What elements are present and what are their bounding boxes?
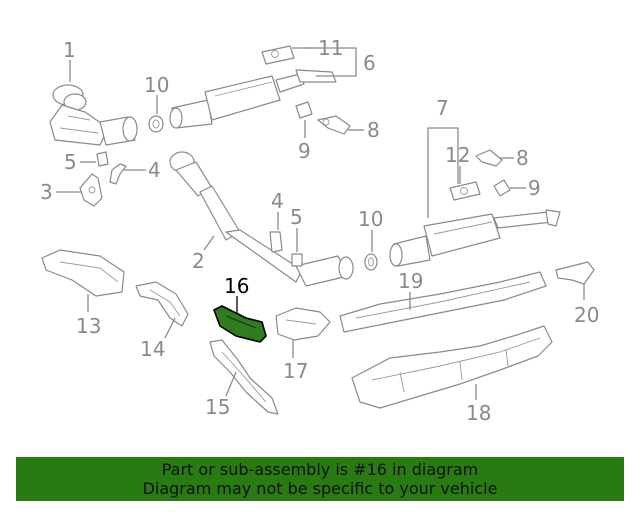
leader-15 <box>225 371 237 397</box>
part-11-hanger <box>261 45 295 65</box>
callout-7: 7 <box>436 96 449 120</box>
callout-9-upper: 9 <box>298 139 311 163</box>
banner-line-2: Diagram may not be specific to your vehi… <box>142 479 498 498</box>
part-4-hanger-left <box>109 163 127 185</box>
leader-14 <box>164 317 176 339</box>
callout-1: 1 <box>63 38 76 62</box>
part-19-heat-shield <box>339 271 547 333</box>
callout-5-middle: 5 <box>290 205 303 229</box>
callout-5-left: 5 <box>64 150 77 174</box>
part-5-clip-left <box>96 151 109 167</box>
callout-4-left: 4 <box>148 158 161 182</box>
callout-3: 3 <box>40 180 53 204</box>
part-18-heat-shield <box>351 325 553 409</box>
callout-2: 2 <box>192 249 205 273</box>
part-9-insulator-lower <box>493 179 511 197</box>
callout-16: 16 <box>224 274 249 298</box>
callout-11: 11 <box>318 36 343 60</box>
banner-line-1: Part or sub-assembly is #16 in diagram <box>161 460 479 479</box>
callout-19: 19 <box>398 269 423 293</box>
parts-diagram: 1 10 11 6 9 8 5 4 3 2 4 5 10 7 12 8 9 13… <box>40 36 599 425</box>
part-12-hanger <box>449 181 481 201</box>
part-10-clamp-upper <box>148 115 164 133</box>
callout-13: 13 <box>76 314 101 338</box>
leader-7-bracket <box>427 127 459 218</box>
part-6-muffler-upper <box>169 69 337 129</box>
callout-6: 6 <box>363 51 376 75</box>
callout-18: 18 <box>466 401 491 425</box>
callout-14: 14 <box>140 337 165 361</box>
callout-17: 17 <box>283 359 308 383</box>
part-9-insulator-upper <box>295 101 313 119</box>
leader-6-bracket <box>305 47 357 77</box>
part-7-muffler-lower <box>389 209 561 267</box>
callout-8-lower: 8 <box>516 146 529 170</box>
info-banner: Part or sub-assembly is #16 in diagram D… <box>16 457 624 501</box>
part-10-clamp-middle <box>364 253 378 271</box>
callout-4-middle: 4 <box>271 189 284 213</box>
callout-12: 12 <box>445 143 470 167</box>
part-4-hanger-middle <box>269 231 283 253</box>
part-8-bracket-lower <box>475 149 503 167</box>
part-20-bracket <box>555 261 595 285</box>
callout-9-lower: 9 <box>528 176 541 200</box>
callout-20: 20 <box>574 303 599 327</box>
part-5-clip-middle <box>291 253 303 267</box>
leader-lines <box>56 47 585 400</box>
callout-15: 15 <box>205 395 230 419</box>
part-14-heat-shield <box>135 281 189 327</box>
callout-8-upper: 8 <box>367 118 380 142</box>
part-1-catalytic-converter <box>49 84 138 146</box>
part-3-bracket <box>79 173 103 207</box>
part-16-heat-shield-highlighted <box>213 305 267 343</box>
leader-2 <box>203 235 215 251</box>
part-2-intermediate-pipe <box>169 151 354 287</box>
callout-10-middle: 10 <box>358 207 383 231</box>
part-15-heat-shield <box>209 339 279 415</box>
part-8-bracket-upper <box>317 115 351 135</box>
callout-10-upper: 10 <box>144 73 169 97</box>
part-17-heat-shield <box>275 307 331 341</box>
part-13-heat-shield <box>41 249 125 297</box>
